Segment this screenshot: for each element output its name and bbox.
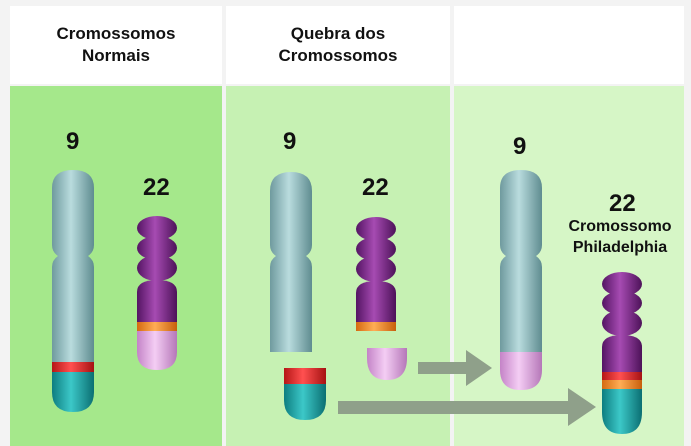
panel2-chromosome-22-fragment [367, 348, 407, 380]
panel-break [226, 86, 450, 446]
panel2-chromosome-9-fragment [284, 368, 326, 420]
panel1-label-22: 22 [143, 174, 170, 201]
header-blank [454, 6, 684, 84]
panel2-label-9: 9 [283, 128, 297, 155]
arrow-to-philadelphia [338, 388, 596, 426]
panel1-chromosome-9 [52, 170, 94, 412]
philadelphia-caption: Cromossomo Philadelphia [568, 218, 672, 256]
panel-philadelphia [454, 86, 684, 446]
panel-normal [10, 86, 222, 446]
panel2-chromosome-9-upper [270, 172, 312, 352]
panel3-label-22: 22 [609, 190, 636, 217]
header-break-label: Quebra dos Cromossomos [278, 24, 398, 65]
header-chromosome-break: Quebra dos Cromossomos [226, 6, 450, 84]
panel3-label-9: 9 [513, 133, 527, 160]
arrow-to-chromosome-9 [418, 350, 492, 386]
panel1-chromosome-22 [137, 216, 177, 370]
panel3-philadelphia-chromosome [602, 272, 642, 434]
panel1-label-9: 9 [66, 128, 80, 155]
panel2-label-22: 22 [362, 174, 389, 201]
panel3-chromosome-9 [500, 170, 542, 390]
header-normal-label: Cromossomos Normais [56, 24, 176, 65]
header-normal-chromosomes: Cromossomos Normais [10, 6, 222, 84]
panel2-chromosome-22-upper [356, 217, 396, 331]
